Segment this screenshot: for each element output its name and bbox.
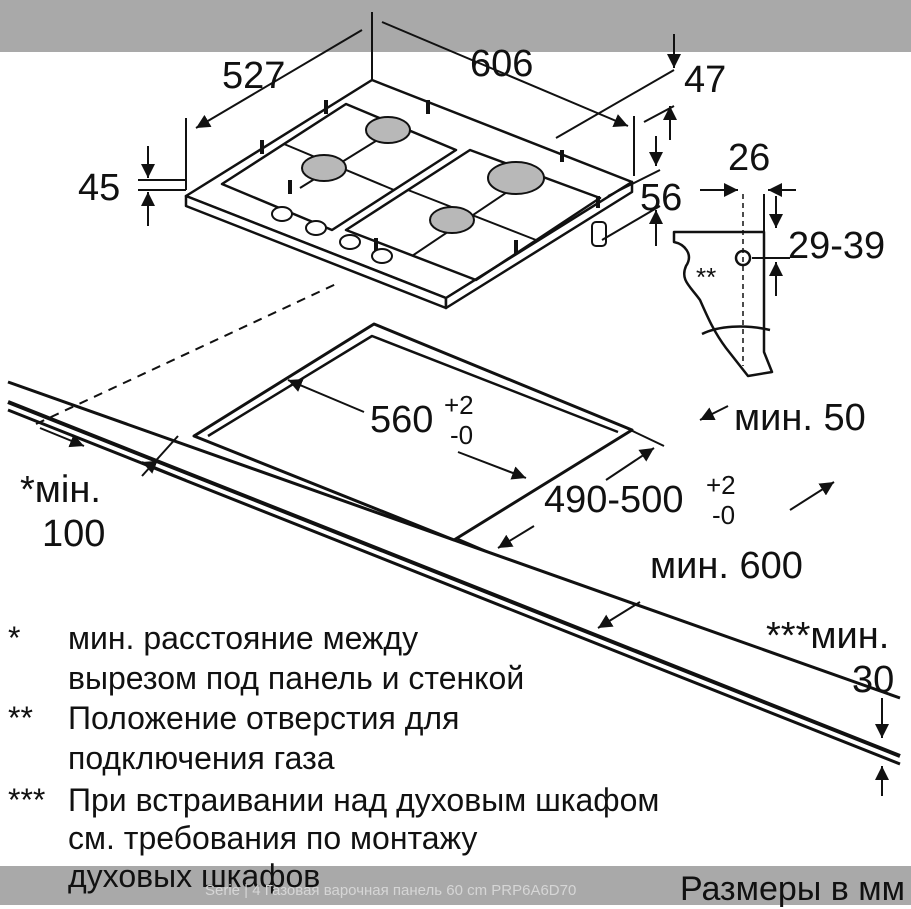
legend-text: духовых шкафов [68,858,321,894]
burner-back-left [365,116,411,144]
gas-position-mark: ** [696,262,716,292]
legend-text: При встраивании над духовым шкафом [68,782,660,818]
dim-cut-width: 560 [370,399,433,441]
dim-cut-width-tol-plus: +2 [444,390,474,420]
watermark: Serie | 4 Газовая варочная панель 60 cm … [205,882,577,899]
gas-inlet-pipe [591,221,607,247]
knob-3 [339,234,361,250]
dim-527: 527 [222,55,285,97]
dim-606: 606 [470,43,533,85]
dim-45: 45 [78,167,120,209]
dim-min-50: мин. 50 [734,397,866,439]
burner-front-left [301,154,347,182]
control-knobs [271,206,607,264]
knob-1 [271,206,293,222]
dim-min-100-value: 100 [42,513,105,555]
dim-cut-depth-tol-minus: -0 [712,500,735,530]
countertop [7,283,901,766]
dim-min-30-label: ***мин. [766,615,889,657]
burner-front-right [429,206,475,234]
hob-side-edge [444,180,634,310]
dim-cut-depth: 490-500 [544,479,683,521]
dim-min-30-value: 30 [852,659,894,701]
hob-dimension-lines [138,12,681,246]
legend-text: подключения газа [68,740,335,776]
pan-support-left [220,102,458,232]
dim-26: 26 [728,137,770,179]
dim-cut-depth-tol-plus: +2 [706,470,736,500]
gas-connection-detail [672,183,796,378]
burners [301,116,545,234]
top-band [0,0,911,52]
legend-text: мин. расстояние между [68,620,419,656]
dim-47: 47 [684,59,726,101]
legend-text: Положение отверстия для [68,700,460,736]
cutout-inner [207,334,619,438]
units-label: Размеры в мм [679,870,905,908]
legend-mark: * [8,620,21,656]
dim-cut-width-tol-minus: -0 [450,420,473,450]
knob-4 [371,248,393,264]
dim-29-39: 29-39 [788,225,885,267]
dim-min-100-label: *мін. [20,469,101,511]
knob-2 [305,220,327,236]
legend-text: см. требования по монтажу [68,820,478,856]
bottom-band [0,866,911,905]
cutout-dimension-lines [39,378,889,796]
burner-back-right [487,161,545,195]
hob [184,78,634,310]
dim-min-600: мин. 600 [650,545,803,587]
legend-mark: *** [8,782,46,818]
dim-56: 56 [640,177,682,219]
legend-text: вырезом под панель и стенкой [68,660,525,696]
legend-mark: ** [8,700,33,736]
